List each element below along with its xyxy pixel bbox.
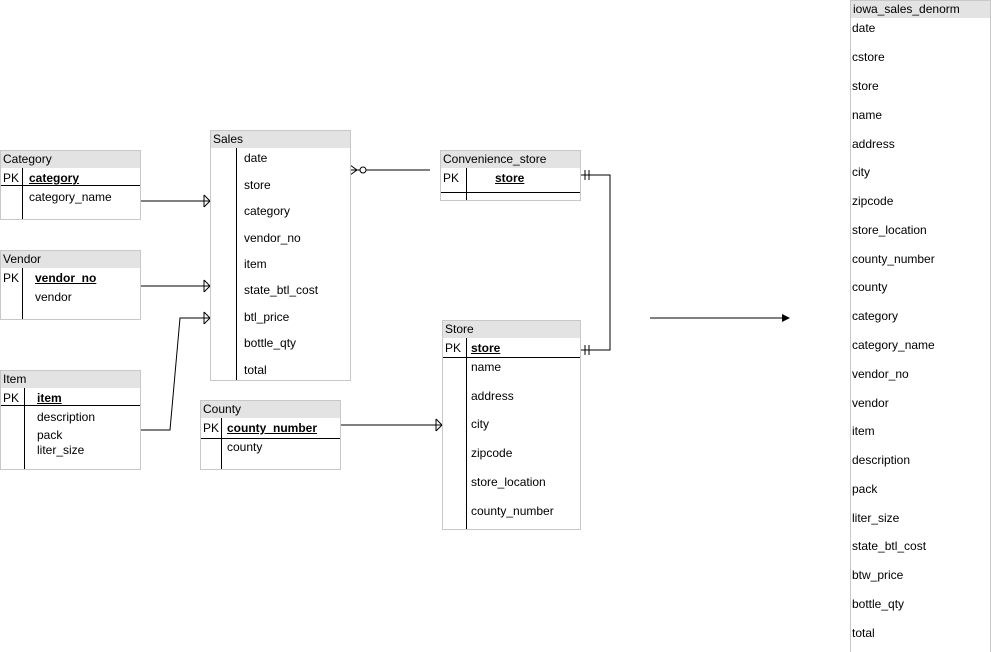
store-field-county-number: county_number (471, 504, 554, 518)
denorm-field-store: store (852, 79, 879, 93)
item-field-description: description (37, 410, 96, 424)
item-pk-divider (1, 405, 140, 406)
store-table[interactable]: Store PK store name address city zipcode… (442, 320, 581, 530)
convenience-store-pk-label: PK (443, 171, 460, 185)
denorm-field-vendor: vendor (852, 396, 889, 410)
denorm-field-store-location: store_location (852, 223, 927, 237)
category-pk-field: category (29, 171, 80, 185)
vendor-table[interactable]: Vendor PK vendor_no vendor (0, 250, 141, 320)
iowa-sales-denorm-table-title: iowa_sales_denorm (851, 1, 990, 18)
denorm-field-state-btl-cost: state_btl_cost (852, 539, 927, 553)
item-field-pack: pack (37, 428, 63, 442)
convenience-store-table-title: Convenience_store (441, 151, 580, 168)
vendor-table-title: Vendor (1, 251, 140, 268)
store-table-title: Store (443, 321, 580, 338)
denorm-field-address: address (852, 137, 895, 151)
denorm-field-zipcode: zipcode (852, 194, 894, 208)
denorm-field-county-number: county_number (852, 252, 935, 266)
county-pk-label: PK (203, 421, 220, 435)
item-table-title: Item (1, 371, 140, 388)
denorm-field-category-name: category_name (852, 338, 935, 352)
convenience-store-table[interactable]: Convenience_store PK store (440, 150, 581, 201)
item-column-divider (24, 388, 25, 469)
store-column-divider (466, 338, 467, 529)
denorm-field-date: date (852, 21, 876, 35)
store-field-name: name (471, 360, 502, 374)
store-field-store-location: store_location (471, 475, 546, 489)
iowa-sales-denorm-table[interactable]: iowa_sales_denorm date cstore store name… (850, 0, 991, 652)
vendor-pk-label: PK (3, 271, 20, 285)
sales-field-btl-price: btl_price (244, 310, 290, 324)
denorm-field-bottle-qty: bottle_qty (852, 597, 905, 611)
denorm-field-total: total (852, 626, 875, 640)
sales-table-title: Sales (211, 131, 350, 148)
sales-field-state-btl-cost: state_btl_cost (244, 283, 319, 297)
vendor-pk-field: vendor_no (35, 271, 97, 285)
convenience-store-pk-field: store (495, 171, 525, 185)
category-column-divider (22, 168, 23, 219)
category-table[interactable]: Category PK category category_name (0, 150, 141, 220)
denorm-field-item: item (852, 424, 875, 438)
denorm-field-pack: pack (852, 482, 878, 496)
county-pk-divider (201, 438, 340, 439)
sales-table[interactable]: Sales date store category vendor_no item… (210, 130, 351, 381)
county-table-title: County (201, 401, 340, 418)
denorm-field-county: county (852, 280, 888, 294)
denorm-field-category: category (852, 309, 899, 323)
sales-field-bottle-qty: bottle_qty (244, 336, 297, 350)
denorm-field-description: description (852, 453, 911, 467)
store-field-zipcode: zipcode (471, 446, 513, 460)
category-pk-divider (1, 185, 140, 186)
vendor-column-divider (22, 268, 23, 319)
convenience-store-column-divider (466, 168, 467, 200)
store-field-address: address (471, 389, 514, 403)
item-field-liter-size: liter_size (37, 443, 85, 457)
denorm-field-vendor-no: vendor_no (852, 367, 909, 381)
denorm-field-name: name (852, 108, 883, 122)
county-pk-field: county_number (227, 421, 318, 435)
sales-column-divider (236, 148, 237, 380)
sales-field-total: total (244, 363, 267, 377)
item-pk-field: item (37, 391, 62, 405)
store-pk-field: store (471, 341, 501, 355)
store-pk-label: PK (445, 341, 462, 355)
store-pk-divider (443, 357, 580, 358)
category-field-category-name: category_name (29, 190, 112, 204)
sales-field-item: item (244, 257, 267, 271)
denorm-field-city: city (852, 165, 870, 179)
item-table[interactable]: Item PK item description pack liter_size (0, 370, 141, 470)
category-table-title: Category (1, 151, 140, 168)
sales-field-category: category (244, 204, 291, 218)
sales-field-date: date (244, 151, 268, 165)
county-field-county: county (227, 440, 263, 454)
denorm-field-liter-size: liter_size (852, 511, 900, 525)
convenience-store-pk-divider (441, 192, 580, 193)
denorm-field-btw-price: btw_price (852, 568, 904, 582)
vendor-field-vendor: vendor (35, 290, 72, 304)
sales-field-vendor-no: vendor_no (244, 231, 301, 245)
county-table[interactable]: County PK county_number county (200, 400, 341, 470)
category-pk-label: PK (3, 171, 20, 185)
sales-field-store: store (244, 178, 271, 192)
store-field-city: city (471, 417, 489, 431)
item-pk-label: PK (3, 391, 20, 405)
county-column-divider (221, 418, 222, 469)
denorm-field-cstore: cstore (852, 50, 885, 64)
link-convenience-store-store (580, 174, 611, 351)
